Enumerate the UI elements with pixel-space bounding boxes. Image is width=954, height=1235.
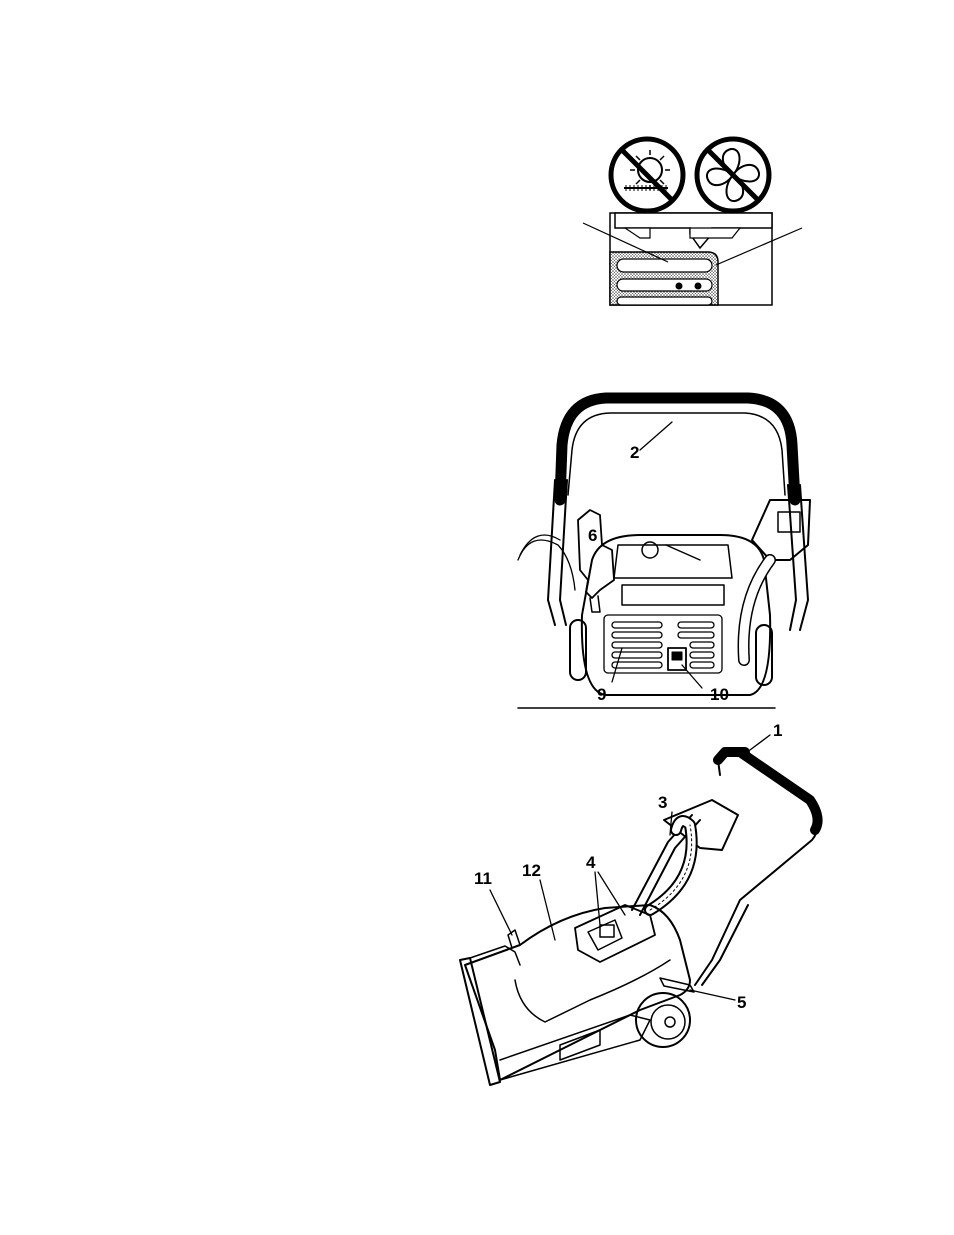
top-panel xyxy=(614,545,732,578)
no-fan-icon xyxy=(697,139,769,211)
callout-2: 2 xyxy=(630,443,639,462)
side-view-figure xyxy=(460,735,818,1085)
callout-10: 10 xyxy=(710,685,729,704)
label-panel xyxy=(622,585,724,605)
warning-label-figure xyxy=(583,139,802,305)
callout-11: 11 xyxy=(474,869,492,888)
no-heat-icon xyxy=(611,139,683,211)
callout-12: 12 xyxy=(522,861,541,880)
handle-loop xyxy=(695,750,818,985)
top-tray xyxy=(575,905,655,962)
callout-4: 4 xyxy=(586,853,596,872)
rear-vent-grill xyxy=(604,615,722,673)
callout-1: 1 xyxy=(773,721,782,740)
callout-9: 9 xyxy=(597,685,606,704)
power-cord xyxy=(518,540,575,590)
callout-6: 6 xyxy=(588,526,597,545)
hand-pointing xyxy=(578,510,614,598)
vent-slot xyxy=(617,297,712,305)
arrow-down-right xyxy=(690,228,740,238)
front-nozzle xyxy=(460,958,500,1085)
knob xyxy=(508,930,520,948)
screw-dot xyxy=(695,283,702,290)
callout-3: 3 xyxy=(658,793,667,812)
screw-dot xyxy=(676,283,683,290)
lever xyxy=(660,978,694,992)
rear-view-figure xyxy=(518,398,810,708)
callout-5: 5 xyxy=(737,993,746,1012)
